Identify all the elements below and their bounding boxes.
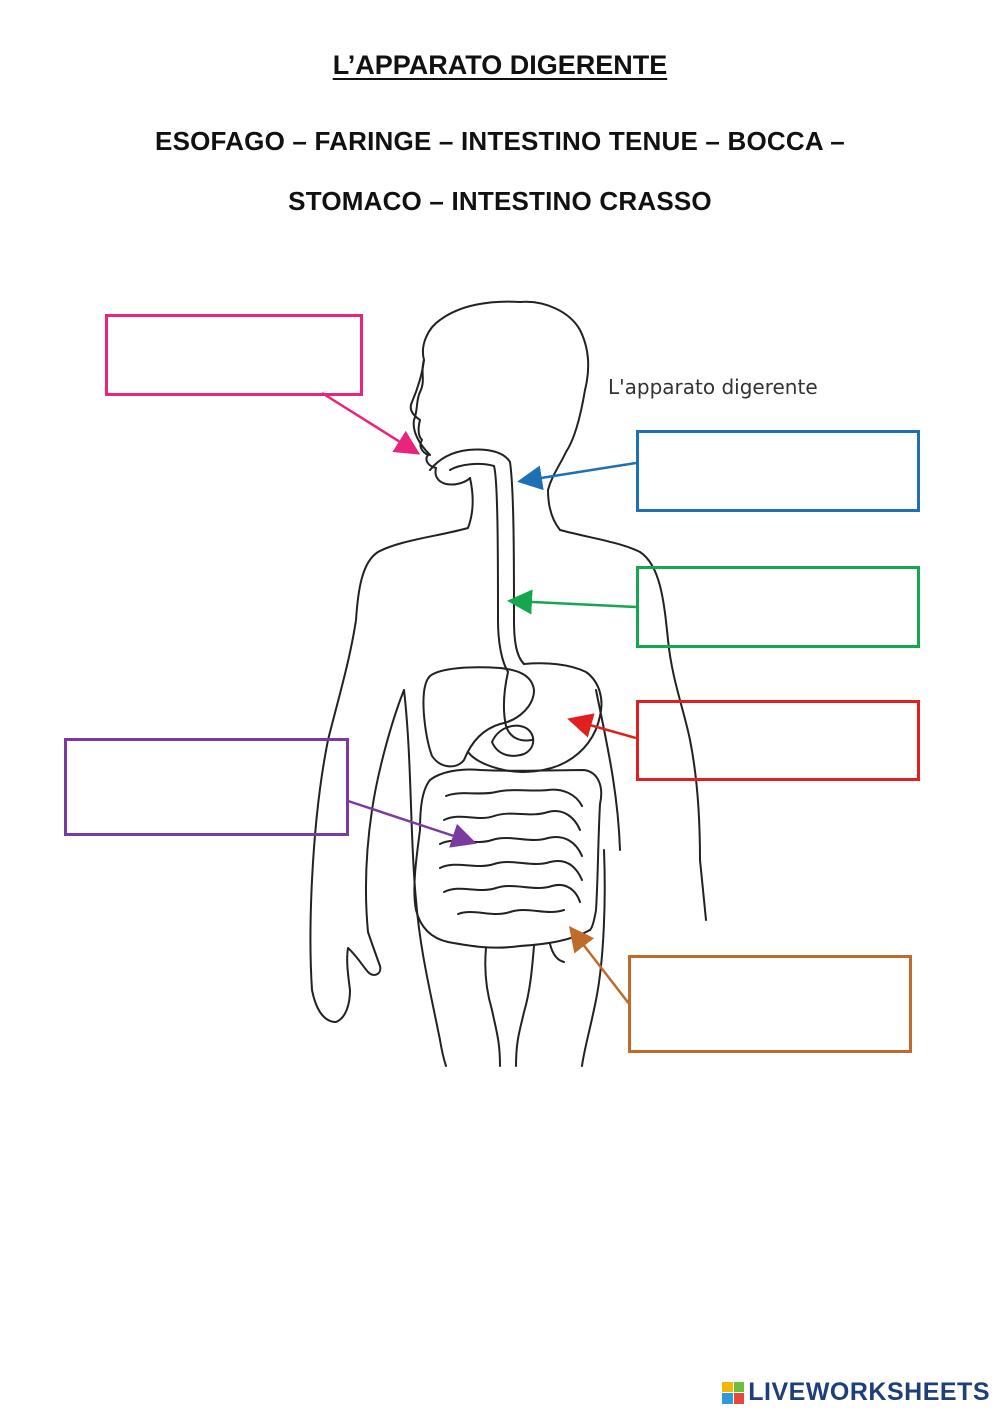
arrow-green: [507, 589, 637, 615]
diagram-caption: L'apparato digerente: [608, 375, 818, 399]
digestive-organs: [413, 448, 603, 1067]
answer-box-pink[interactable]: [105, 314, 363, 396]
answer-box-red[interactable]: [636, 700, 920, 781]
liveworksheets-brand[interactable]: LIVEWORKSHEETS: [722, 1378, 990, 1407]
arrow-purple: [347, 799, 477, 848]
arrow-red: [567, 713, 637, 740]
arrow-pink: [321, 391, 421, 455]
answer-box-green[interactable]: [636, 566, 920, 648]
arrow-brown: [568, 926, 631, 1006]
arrow-blue: [517, 461, 637, 491]
worksheet-title: L’APPARATO DIGERENTE: [332, 50, 668, 80]
word-bank-line-2: STOMACO – INTESTINO CRASSO: [288, 186, 712, 216]
answer-box-brown[interactable]: [628, 955, 912, 1053]
brand-text: LIVEWORKSHEETS: [748, 1378, 990, 1406]
word-bank-line-1: ESOFAGO – FARINGE – INTESTINO TENUE – BO…: [155, 126, 845, 156]
liveworksheets-logo-icon: [722, 1381, 745, 1404]
answer-box-purple[interactable]: [64, 738, 349, 836]
body-outline: [309, 300, 707, 1067]
answer-box-blue[interactable]: [636, 430, 920, 512]
